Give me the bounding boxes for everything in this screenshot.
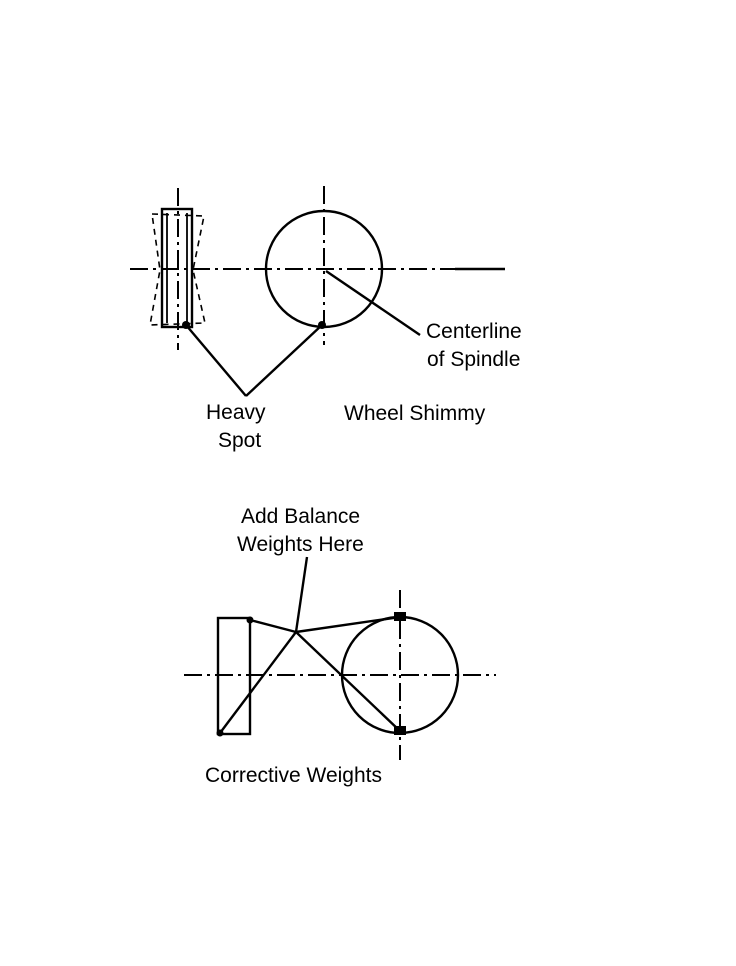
weight-marker-tire-top bbox=[246, 616, 254, 624]
connector-wheel-bottom bbox=[295, 631, 401, 732]
add-balance-label-line2: Weights Here bbox=[237, 533, 364, 556]
weight-marker-wheel-bottom bbox=[394, 726, 406, 735]
centerline-label-line2: of Spindle bbox=[427, 348, 520, 371]
corrective-weights-label: Corrective Weights bbox=[205, 764, 382, 787]
heavy-spot-label-line2: Spot bbox=[218, 429, 261, 452]
heavy-spot-marker-wheel bbox=[318, 321, 326, 329]
spindle-pointer bbox=[325, 270, 421, 336]
tire-side-view bbox=[160, 207, 194, 329]
centerline-label-line1: Centerline bbox=[426, 320, 522, 343]
heavy-spot-pointer-tire bbox=[185, 324, 247, 397]
heavy-spot-pointer-wheel bbox=[245, 324, 323, 397]
wheel-shimmy-label: Wheel Shimmy bbox=[344, 402, 486, 425]
weight-marker-wheel-top bbox=[394, 612, 406, 621]
connector-tire-top bbox=[249, 618, 297, 634]
corrective-weights-diagram: Add Balance Weights Here Corrective Weig… bbox=[184, 505, 496, 787]
add-weights-pointer bbox=[294, 556, 309, 633]
connector-wheel-top bbox=[295, 615, 401, 634]
add-balance-label-line1: Add Balance bbox=[241, 505, 360, 528]
connector-tire-bottom bbox=[219, 631, 297, 734]
wheel-shimmy-diagram: Centerline of Spindle Heavy Spot Wheel S… bbox=[130, 186, 522, 452]
weight-marker-tire-bottom bbox=[216, 729, 224, 737]
heavy-spot-marker-tire bbox=[182, 321, 190, 329]
heavy-spot-label-line1: Heavy bbox=[206, 401, 266, 424]
